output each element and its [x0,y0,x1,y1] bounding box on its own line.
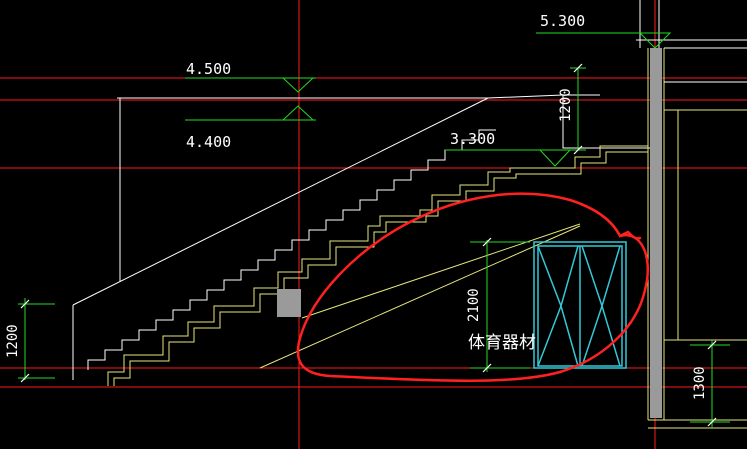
elevation-marker-icon [281,77,315,93]
dimension-ticks [20,63,717,427]
elevation-4400: 4.400 [186,133,231,151]
column-fill [650,48,662,418]
dim-label-1200-landing: 1200 [558,88,574,122]
landing-slab-fill [277,289,301,317]
dim-label-1300: 1300 [692,366,708,400]
markup-circle [296,192,650,382]
right-wall [647,48,747,429]
stair-profile-inner [113,151,648,386]
stair-profile-outer [107,145,648,386]
door-leaf-left-swing-2 [560,245,579,367]
right-building-outline [636,0,747,83]
double-door-icon [533,241,627,369]
elevation-5300: 5.300 [540,12,585,30]
stair-steps-white [87,129,496,370]
door-leaf-right-swing [581,245,603,367]
elevation-3300: 3.300 [450,130,495,148]
stair-treads-white [87,129,496,370]
dimension-tick-icon [482,237,492,247]
elevation-marker-icon [281,105,315,121]
landing-rail [562,95,650,149]
stair-structure [107,145,648,386]
elevation-marker-icon [538,149,572,167]
upper-slab-outline [117,94,600,99]
stair-soffit-inner [259,225,581,369]
dimension-tick-icon [707,417,717,427]
dim-label-2100: 2100 [466,288,482,322]
dimension-tick-icon [573,145,583,155]
door-leaf-right-swing-2 [601,245,621,367]
elevation-markers [281,32,672,167]
stair-soffit [301,223,581,319]
door-leaf-left-swing [537,245,562,367]
dimension-tick-icon [707,340,717,350]
dimension-tick-icon [573,63,583,73]
dimension-tick-icon [482,363,492,373]
upper-flight [72,94,650,380]
upper-stringer [72,97,489,306]
elevation-4500: 4.500 [186,60,231,78]
elevation-marker-icon [638,32,672,49]
dim-label-1200-rail: 1200 [5,324,21,358]
dimension-tick-icon [20,373,30,383]
door-frame-outer [533,241,627,369]
dimension-tick-icon [20,299,30,309]
storage-use-label: 体育器材 [468,333,536,353]
